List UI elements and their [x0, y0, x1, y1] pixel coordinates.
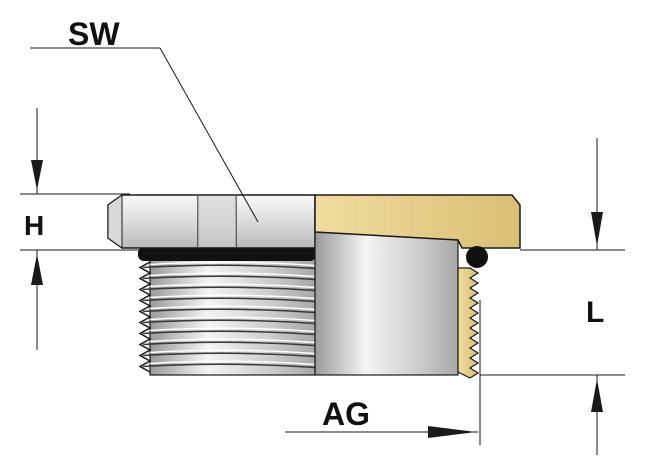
- thread-crest: [142, 363, 316, 369]
- thread-crest: [142, 352, 316, 358]
- h-label: H: [24, 210, 45, 241]
- thread-crest: [142, 308, 316, 314]
- thread-crest: [142, 341, 316, 347]
- thread-crest: [142, 319, 316, 325]
- ag-label: AG: [322, 396, 370, 432]
- sw-leader: [30, 47, 259, 223]
- thread-highlight: [149, 360, 316, 366]
- external-thread: [138, 257, 316, 376]
- l-label: L: [586, 296, 605, 329]
- l-dimension: [480, 138, 625, 455]
- brass-section: [314, 194, 521, 379]
- thread-highlight: [149, 338, 316, 344]
- thread-crest: [142, 330, 316, 336]
- hex-head: [107, 194, 316, 249]
- thread-crest: [142, 264, 316, 270]
- thread-highlight: [149, 272, 316, 278]
- thread-highlight: [149, 261, 316, 267]
- thread-highlight: [149, 327, 316, 333]
- thread-highlight: [149, 305, 316, 311]
- thread-highlight: [149, 316, 316, 322]
- thread-crest: [142, 286, 316, 292]
- thread-highlight: [149, 349, 316, 355]
- o-ring: [466, 246, 488, 268]
- sw-label: SW: [68, 16, 120, 52]
- ag-dimension: [285, 300, 481, 445]
- seal-ring: [138, 247, 316, 261]
- thread-crest: [142, 275, 316, 281]
- thread-highlight: [149, 294, 316, 300]
- h-dimension: [20, 108, 140, 350]
- thread-crest: [142, 297, 316, 303]
- thread-highlight: [149, 283, 316, 289]
- inner-bore: [314, 231, 459, 376]
